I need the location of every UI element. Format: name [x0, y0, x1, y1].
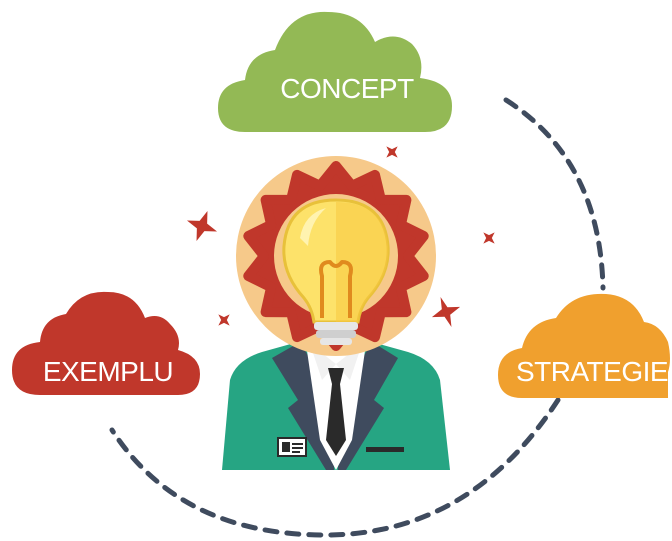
exemplu-cloud-shape — [12, 291, 200, 395]
bulb-base-bottom — [320, 338, 352, 345]
sparkle-icon — [386, 146, 398, 158]
bulb-highlight — [300, 208, 326, 246]
cycle-dashed-path — [109, 97, 606, 538]
tie — [326, 368, 346, 456]
sparkle-icon — [218, 314, 230, 326]
bulb-filament — [319, 260, 353, 318]
strategie-cloud-shape — [498, 293, 670, 398]
exemplu-label: EXEMPLU — [43, 356, 173, 387]
id-badge-icon — [277, 437, 307, 457]
concept-label: CONCEPT — [280, 73, 414, 104]
strategie-label: STRATEGIE — [516, 356, 668, 387]
sparkle-icon — [483, 232, 495, 244]
concept-cloud-shape — [218, 11, 452, 132]
sparkle-icon — [186, 210, 218, 242]
exemplu-cloud: EXEMPLU — [12, 291, 200, 395]
concept-cloud: CONCEPT — [218, 11, 452, 132]
sparkles — [186, 146, 495, 328]
bulb-base-mid — [316, 330, 356, 338]
strategie-cloud: STRATEGIE — [498, 293, 670, 398]
right-lapel — [338, 342, 398, 470]
dashed-arc-concept-to-strategie — [503, 97, 606, 291]
dashed-arc-strategie-to-exemplu — [109, 397, 561, 538]
breast-pocket — [366, 447, 404, 452]
businessman-figure — [222, 340, 450, 470]
bulb-base-top — [314, 322, 358, 330]
lightbulb-head-icon — [236, 156, 436, 356]
sparkle-icon — [431, 296, 461, 328]
